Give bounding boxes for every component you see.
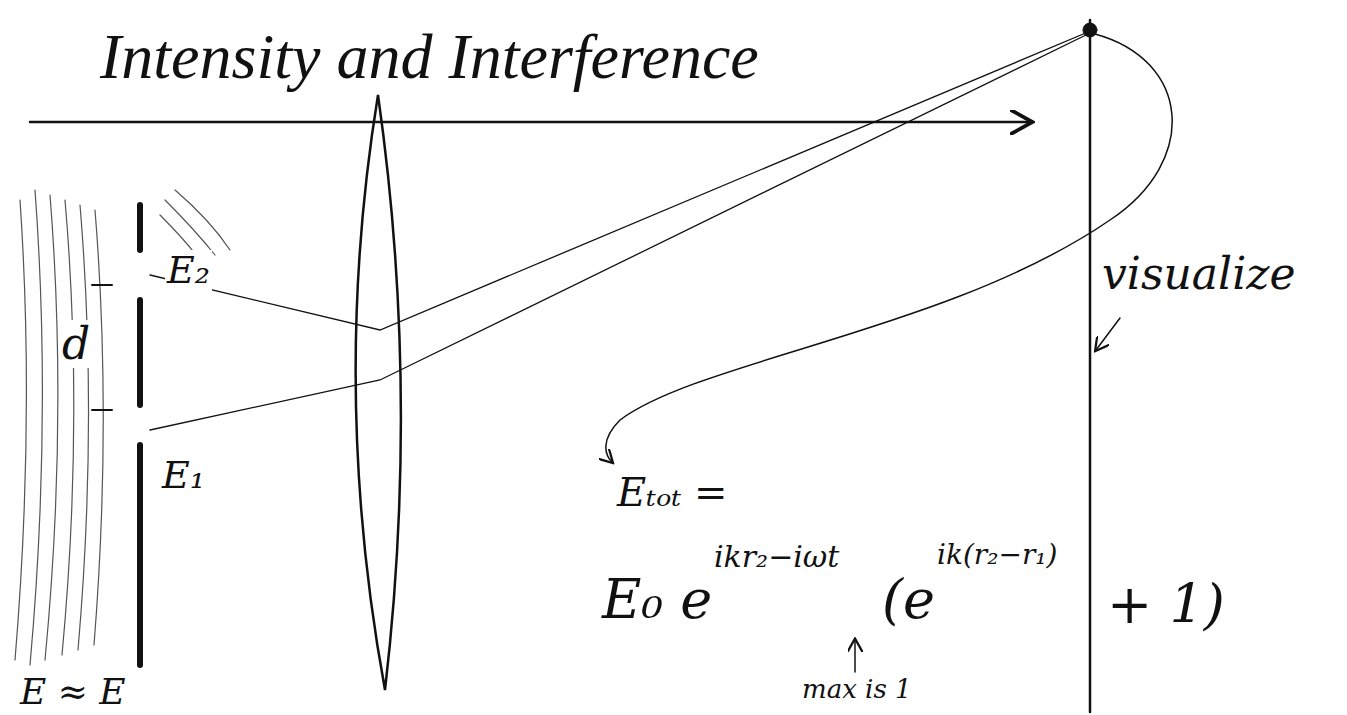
dimension-label: d (60, 320, 92, 368)
dimension-tick (92, 284, 112, 286)
formula-part: + 1) (1105, 575, 1227, 634)
slit-barrier (137, 205, 143, 665)
leader-arrow (1096, 318, 1120, 350)
slit-label: E₂ (165, 250, 212, 292)
wavefronts (15, 190, 230, 665)
formula-exponent: ikr₂−iωt (712, 540, 841, 573)
leader-arrow (854, 640, 856, 672)
formula-part: E ≈ E (18, 672, 128, 712)
slit-label: E₁ (160, 455, 207, 497)
note: max is 1 (800, 675, 914, 704)
formula-exponent: ik(r₂−r₁) (935, 540, 1059, 571)
screen (1089, 20, 1092, 712)
lens (356, 95, 401, 690)
leader-arrow (606, 34, 1172, 462)
observation-point (1083, 23, 1097, 37)
dimension-tick (92, 409, 112, 411)
note: visualize (1100, 250, 1297, 298)
formula-part: (e (880, 570, 937, 629)
title: Intensity and Interference (100, 22, 759, 92)
formula-part: E₀ e (600, 570, 714, 629)
axis-line (30, 121, 1030, 124)
formula-part: Eₜₒₜ = (615, 470, 730, 514)
